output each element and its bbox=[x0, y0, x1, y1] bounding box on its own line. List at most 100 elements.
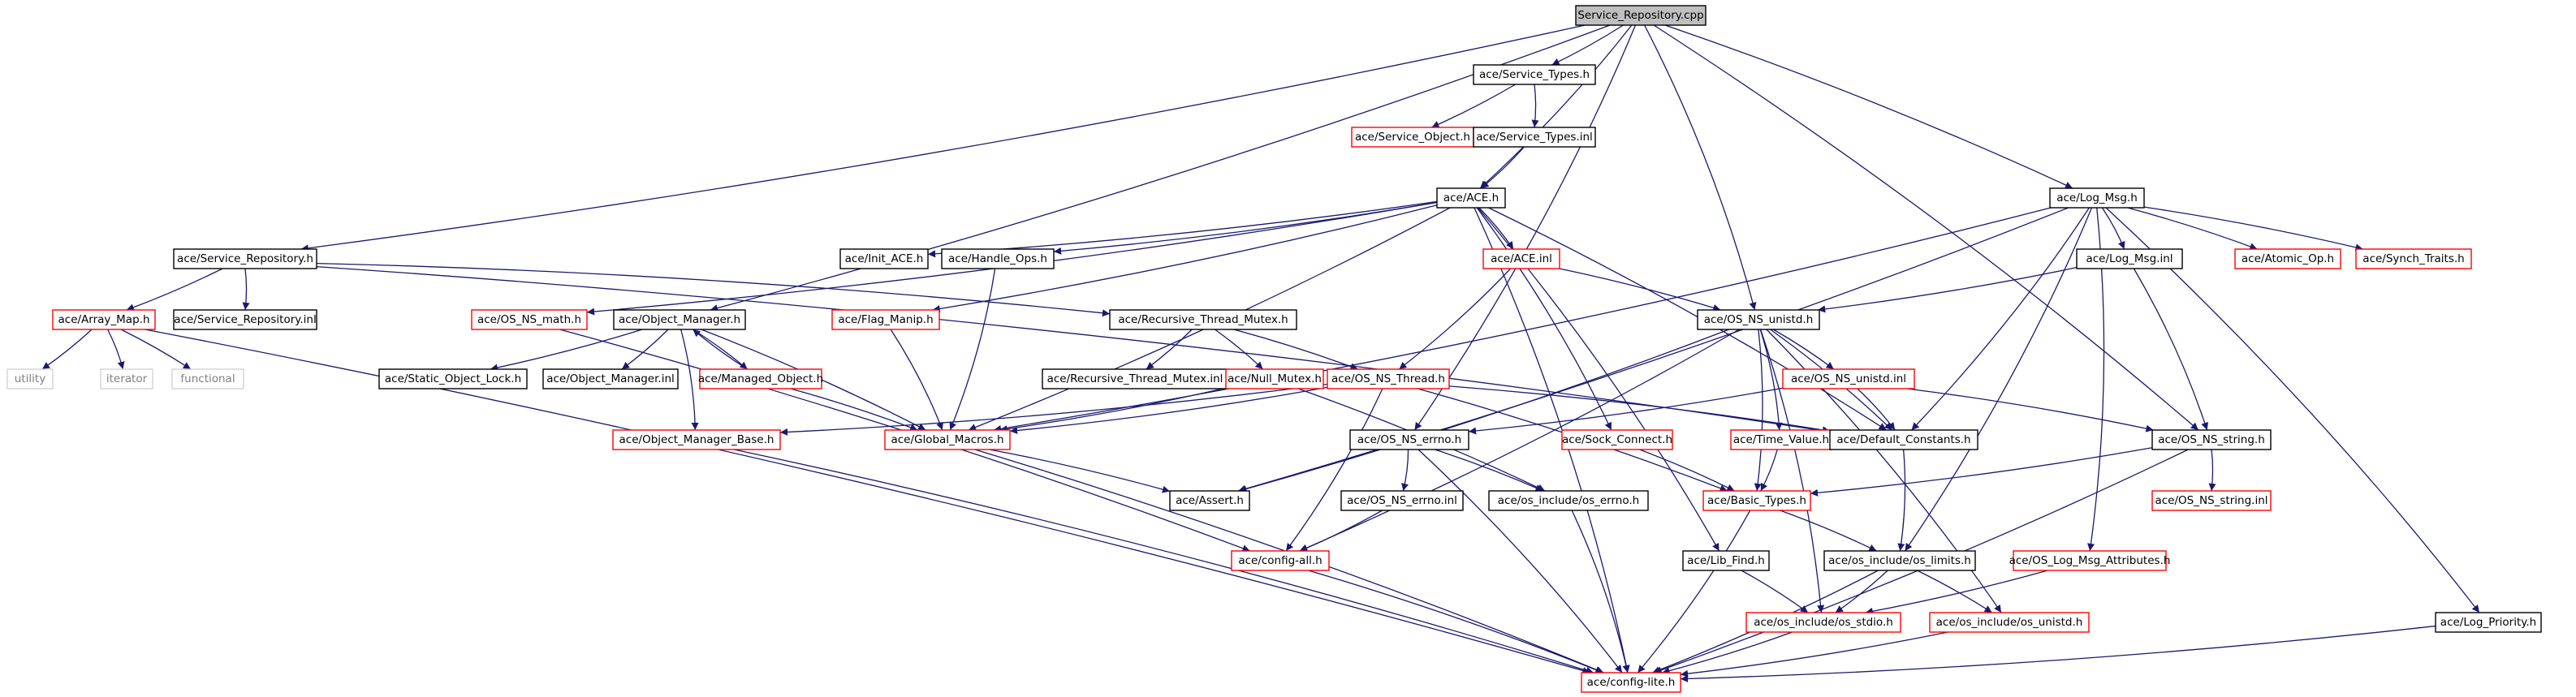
node-rec-mutex-h[interactable]: ace/Recursive_Thread_Mutex.h bbox=[1109, 309, 1297, 330]
node-label: functional bbox=[180, 372, 235, 385]
node-config-all-h[interactable]: ace/config-all.h bbox=[1231, 550, 1330, 571]
node-obj-mgr-inl[interactable]: ace/Object_Manager.inl bbox=[542, 368, 679, 389]
node-log-msg-inl[interactable]: ace/Log_Msg.inl bbox=[2076, 248, 2183, 269]
node-label: ace/Object_Manager.inl bbox=[546, 372, 675, 385]
node-obj-mgr-h[interactable]: ace/Object_Manager.h bbox=[613, 309, 746, 330]
node-label: ace/OS_NS_unistd.h bbox=[1704, 313, 1814, 326]
node-label: ace/OS_NS_string.h bbox=[2158, 433, 2265, 446]
node-functional: functional bbox=[171, 368, 244, 389]
edge-rec_mutex_h-to-null_mutex_h bbox=[1215, 329, 1263, 370]
node-null-mutex-h[interactable]: ace/Null_Mutex.h bbox=[1225, 368, 1324, 389]
node-os-ns-string-inl[interactable]: ace/OS_NS_string.inl bbox=[2151, 490, 2272, 511]
node-box bbox=[2013, 550, 2167, 571]
node-svc-types-h[interactable]: ace/Service_Types.h bbox=[1473, 64, 1596, 85]
node-box bbox=[1581, 672, 1681, 693]
node-box bbox=[171, 368, 244, 389]
node-root[interactable]: Service_Repository.cpp bbox=[1575, 5, 1707, 26]
node-os-log-msg-attr-h[interactable]: ace/OS_Log_Msg_Attributes.h bbox=[2009, 550, 2171, 571]
node-managed-obj-h[interactable]: ace/Managed_Object.h bbox=[698, 368, 823, 389]
node-os-stdio-h[interactable]: ace/os_include/os_stdio.h bbox=[1745, 612, 1901, 633]
node-atomic-op-h[interactable]: ace/Atomic_Op.h bbox=[2234, 248, 2341, 269]
node-ace-h[interactable]: ace/ACE.h bbox=[1436, 187, 1506, 209]
node-lib-find-h[interactable]: ace/Lib_Find.h bbox=[1682, 550, 1770, 571]
node-os-ns-math-h[interactable]: ace/OS_NS_math.h bbox=[471, 309, 588, 330]
node-sock-connect-h[interactable]: ace/Sock_Connect.h bbox=[1561, 429, 1673, 450]
node-svc-repo-h[interactable]: ace/Service_Repository.h bbox=[173, 248, 317, 269]
node-box bbox=[612, 429, 781, 450]
node-label: ace/Flag_Manip.h bbox=[838, 313, 933, 326]
edge-svc_types_h-to-svc_types_inl bbox=[1531, 84, 1539, 128]
node-label: ace/Object_Manager_Base.h bbox=[619, 433, 775, 446]
edge-flag_manip_h-to-global_macros_h bbox=[890, 329, 943, 431]
node-os-ns-unistd-h[interactable]: ace/OS_NS_unistd.h bbox=[1697, 309, 1820, 330]
edge-root-to-os_ns_string_h bbox=[1653, 24, 2199, 431]
node-label: ace/os_include/os_errno.h bbox=[1498, 494, 1639, 507]
node-obj-mgr-base-h[interactable]: ace/Object_Manager_Base.h bbox=[612, 429, 781, 450]
node-time-value-h[interactable]: ace/Time_Value.h bbox=[1730, 429, 1832, 450]
edge-ace_h-to-sock_connect_h bbox=[1476, 207, 1612, 431]
edge-array_map_h-to-utility bbox=[41, 329, 93, 370]
node-default-constants-h[interactable]: ace/Default_Constants.h bbox=[1829, 429, 1978, 450]
node-box bbox=[173, 309, 317, 330]
node-os-ns-string-h[interactable]: ace/OS_NS_string.h bbox=[2151, 429, 2272, 450]
node-box bbox=[699, 368, 822, 389]
node-os-errno-h[interactable]: ace/os_include/os_errno.h bbox=[1488, 490, 1649, 511]
node-config-lite-h[interactable]: ace/config-lite.h bbox=[1581, 672, 1681, 693]
edge-log_msg_h-to-assert_h bbox=[1237, 207, 2069, 493]
node-ace-inl[interactable]: ace/ACE.inl bbox=[1482, 248, 1560, 269]
edge-os_ns_unistd_h-to-config_all_h bbox=[1299, 329, 1740, 552]
node-label: utility bbox=[15, 372, 45, 385]
node-init-ace-h[interactable]: ace/Init_ACE.h bbox=[839, 248, 929, 269]
node-box bbox=[2076, 248, 2183, 269]
node-box bbox=[1745, 612, 1901, 633]
node-os-limits-h[interactable]: ace/os_include/os_limits.h bbox=[1823, 550, 1976, 571]
node-label: Service_Repository.cpp bbox=[1577, 9, 1703, 22]
edge-svc_repo_h-to-rec_mutex_h bbox=[316, 262, 1111, 317]
edge-obj_mgr_h-to-managed_obj_h bbox=[693, 329, 748, 370]
node-label: ace/Static_Object_Lock.h bbox=[385, 372, 521, 385]
node-box bbox=[1488, 490, 1649, 511]
node-label: ace/OS_NS_math.h bbox=[477, 313, 581, 326]
node-flag-manip-h[interactable]: ace/Flag_Manip.h bbox=[831, 309, 940, 330]
node-box bbox=[2049, 187, 2145, 209]
edge-array_map_h-to-functional bbox=[120, 329, 192, 370]
node-os-unistd-h[interactable]: ace/os_include/os_unistd.h bbox=[1929, 612, 2090, 633]
node-svc-object-h[interactable]: ace/Service_Object.h bbox=[1351, 127, 1474, 148]
node-layer: Service_Repository.cpp ace/Service_Types.… bbox=[6, 5, 2542, 693]
node-assert-h[interactable]: ace/Assert.h bbox=[1169, 490, 1250, 511]
node-rec-mutex-inl[interactable]: ace/Recursive_Thread_Mutex.inl bbox=[1042, 368, 1228, 389]
node-basic-types-h[interactable]: ace/Basic_Types.h bbox=[1702, 490, 1811, 511]
node-log-msg-h[interactable]: ace/Log_Msg.h bbox=[2049, 187, 2145, 209]
node-svc-repo-inl[interactable]: ace/Service_Repository.inl bbox=[173, 309, 317, 330]
node-label: ace/OS_NS_errno.h bbox=[1357, 433, 1461, 446]
node-os-ns-errno-inl[interactable]: ace/OS_NS_errno.inl bbox=[1340, 490, 1464, 511]
node-synch-traits-h[interactable]: ace/Synch_Traits.h bbox=[2355, 248, 2472, 269]
edge-os_ns_unistd_inl-to-default_constants_h bbox=[1857, 388, 1896, 431]
node-svc-types-inl[interactable]: ace/Service_Types.inl bbox=[1473, 127, 1596, 148]
node-label: ace/Lib_Find.h bbox=[1687, 554, 1765, 567]
node-os-ns-errno-h[interactable]: ace/OS_NS_errno.h bbox=[1349, 429, 1469, 450]
node-label: ace/Service_Object.h bbox=[1355, 131, 1470, 144]
node-os-ns-thread-h[interactable]: ace/OS_NS_Thread.h bbox=[1327, 368, 1450, 389]
node-label: ace/OS_NS_unistd.inl bbox=[1791, 372, 1906, 385]
node-array-map-h[interactable]: ace/Array_Map.h bbox=[52, 309, 156, 330]
node-global-macros-h[interactable]: ace/Global_Macros.h bbox=[884, 429, 1011, 450]
node-label: ace/ACE.h bbox=[1443, 191, 1499, 204]
edge-os_stdio_h-to-config_lite_h bbox=[1662, 631, 1793, 675]
node-os-ns-unistd-inl[interactable]: ace/OS_NS_unistd.inl bbox=[1782, 368, 1915, 389]
edge-handle_ops_h-to-global_macros_h bbox=[949, 268, 996, 431]
edge-os_ns_errno_h-to-config_lite_h bbox=[1417, 449, 1623, 673]
edge-ace_h-to-default_constants_h bbox=[1488, 207, 1887, 431]
node-box bbox=[831, 309, 940, 330]
edge-os_limits_h-to-os_stdio_h bbox=[1835, 570, 1888, 613]
edge-root-to-os_ns_errno_h bbox=[1414, 24, 1637, 431]
node-handle-ops-h[interactable]: ace/Handle_Ops.h bbox=[941, 248, 1055, 269]
node-label: ace/Handle_Ops.h bbox=[948, 252, 1047, 265]
edge-log_msg_inl-to-os_ns_unistd_h bbox=[1818, 267, 2078, 313]
node-log-priority-h[interactable]: ace/Log_Priority.h bbox=[2435, 612, 2542, 633]
node-label: ace/Sock_Connect.h bbox=[1562, 433, 1672, 446]
node-label: ace/Managed_Object.h bbox=[698, 372, 823, 385]
node-label: ace/Service_Types.h bbox=[1479, 68, 1590, 81]
node-static-obj-lock-h[interactable]: ace/Static_Object_Lock.h bbox=[378, 368, 528, 389]
edge-ace_inl-to-os_ns_thread_h bbox=[1398, 268, 1512, 370]
